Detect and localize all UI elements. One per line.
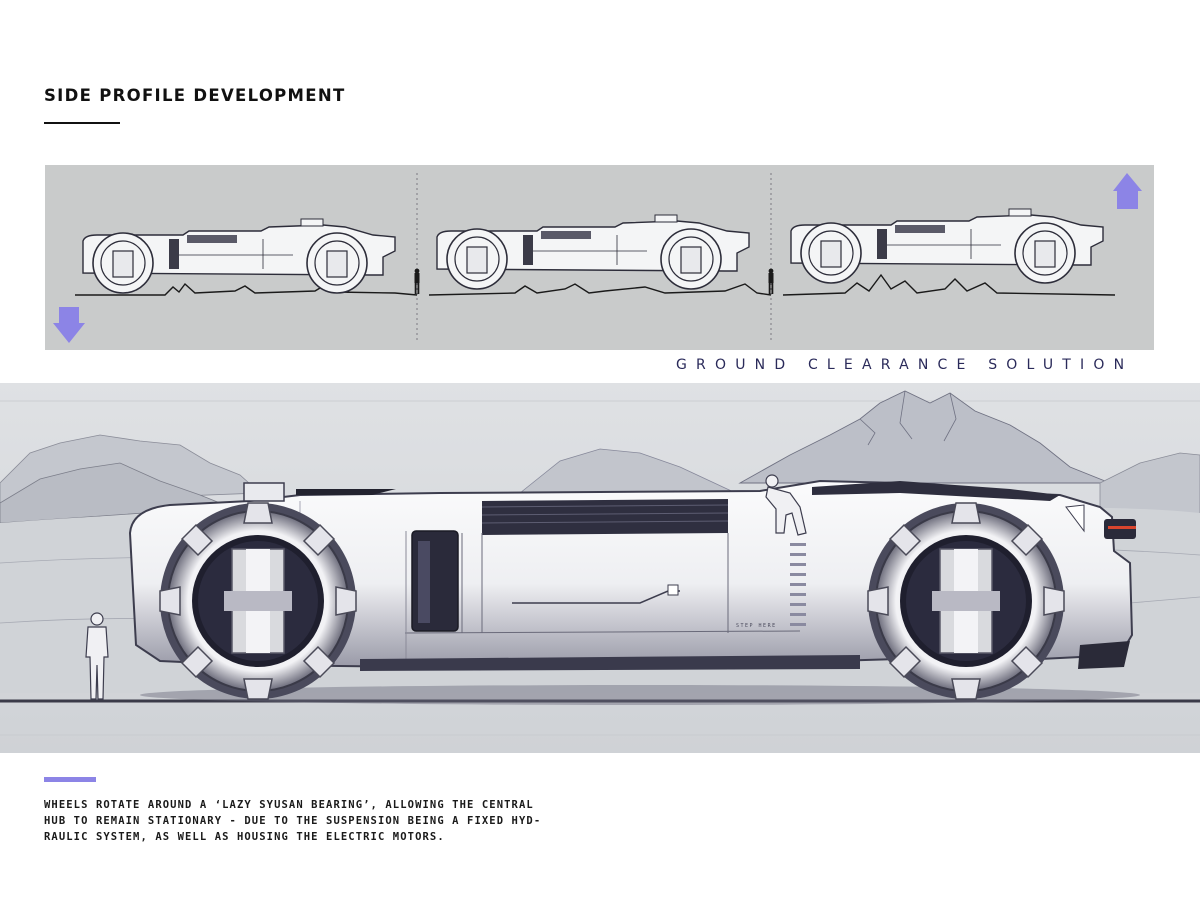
accent-bar: [44, 777, 96, 782]
vehicle-side-view: STEP HERE: [0, 383, 1200, 753]
description-text: WHEELS ROTATE AROUND A ‘LAZY SYUSAN BEAR…: [44, 797, 584, 845]
description-line-2: HUB TO REMAIN STATIONARY - DUE TO THE SU…: [44, 815, 542, 827]
vehicle-hero-render: STEP HERE: [0, 383, 1200, 753]
arrow-down-icon: [53, 307, 85, 343]
arrow-up-icon: [1113, 173, 1142, 209]
ground-clearance-panel: [45, 165, 1154, 350]
ground-clearance-caption: GROUND CLEARANCE SOLUTION: [676, 357, 1134, 373]
description-line-1: WHEELS ROTATE AROUND A ‘LAZY SYUSAN BEAR…: [44, 799, 534, 811]
seated-person-silhouette: [765, 474, 807, 536]
door-label: STEP HERE: [736, 623, 777, 629]
side-profile-sketches: [53, 173, 1142, 343]
title-underline: [44, 122, 120, 124]
page-title: SIDE PROFILE DEVELOPMENT: [44, 86, 346, 105]
description-line-3: RAULIC SYSTEM, AS WELL AS HOUSING THE EL…: [44, 831, 445, 843]
person-silhouette: [85, 612, 109, 700]
